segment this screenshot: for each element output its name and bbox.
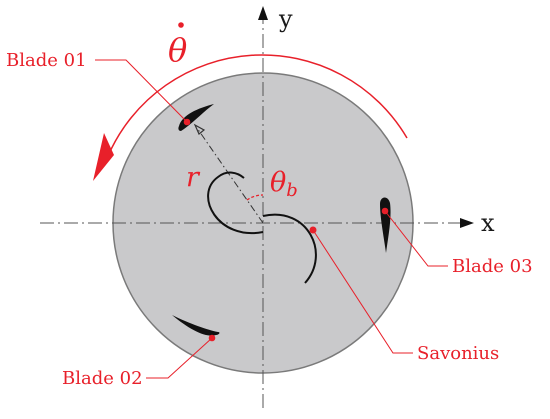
x-axis-label: x <box>481 209 495 237</box>
radius-arrow-icon <box>193 123 206 135</box>
savonius-label: Savonius <box>417 343 499 364</box>
blade-02-leader <box>146 337 213 379</box>
savonius-blade-right <box>262 213 317 284</box>
y-axis-arrow-icon <box>258 6 268 20</box>
theta-dot-marker <box>178 22 184 28</box>
blade-01-leader <box>95 59 188 123</box>
theta-b-label: θb <box>270 167 298 201</box>
blade-01-label: Blade 01 <box>6 50 87 71</box>
radius-label: r <box>186 162 201 193</box>
x-axis-arrow-icon <box>460 218 474 228</box>
y-axis-label: y <box>278 5 293 33</box>
rotation-arc <box>107 54 408 157</box>
theta-dot-label: θ <box>168 31 187 69</box>
savonius-leader <box>312 229 413 354</box>
blade-03-label: Blade 03 <box>452 256 533 277</box>
radius-line <box>196 127 264 224</box>
rotation-arrow-icon <box>93 133 114 181</box>
blade-03-leader <box>384 210 448 267</box>
theta-b-angle-arc <box>246 194 264 201</box>
blade-02-label: Blade 02 <box>62 368 143 389</box>
savonius-blade-left <box>207 171 264 235</box>
blade-02-airfoil <box>172 315 220 336</box>
